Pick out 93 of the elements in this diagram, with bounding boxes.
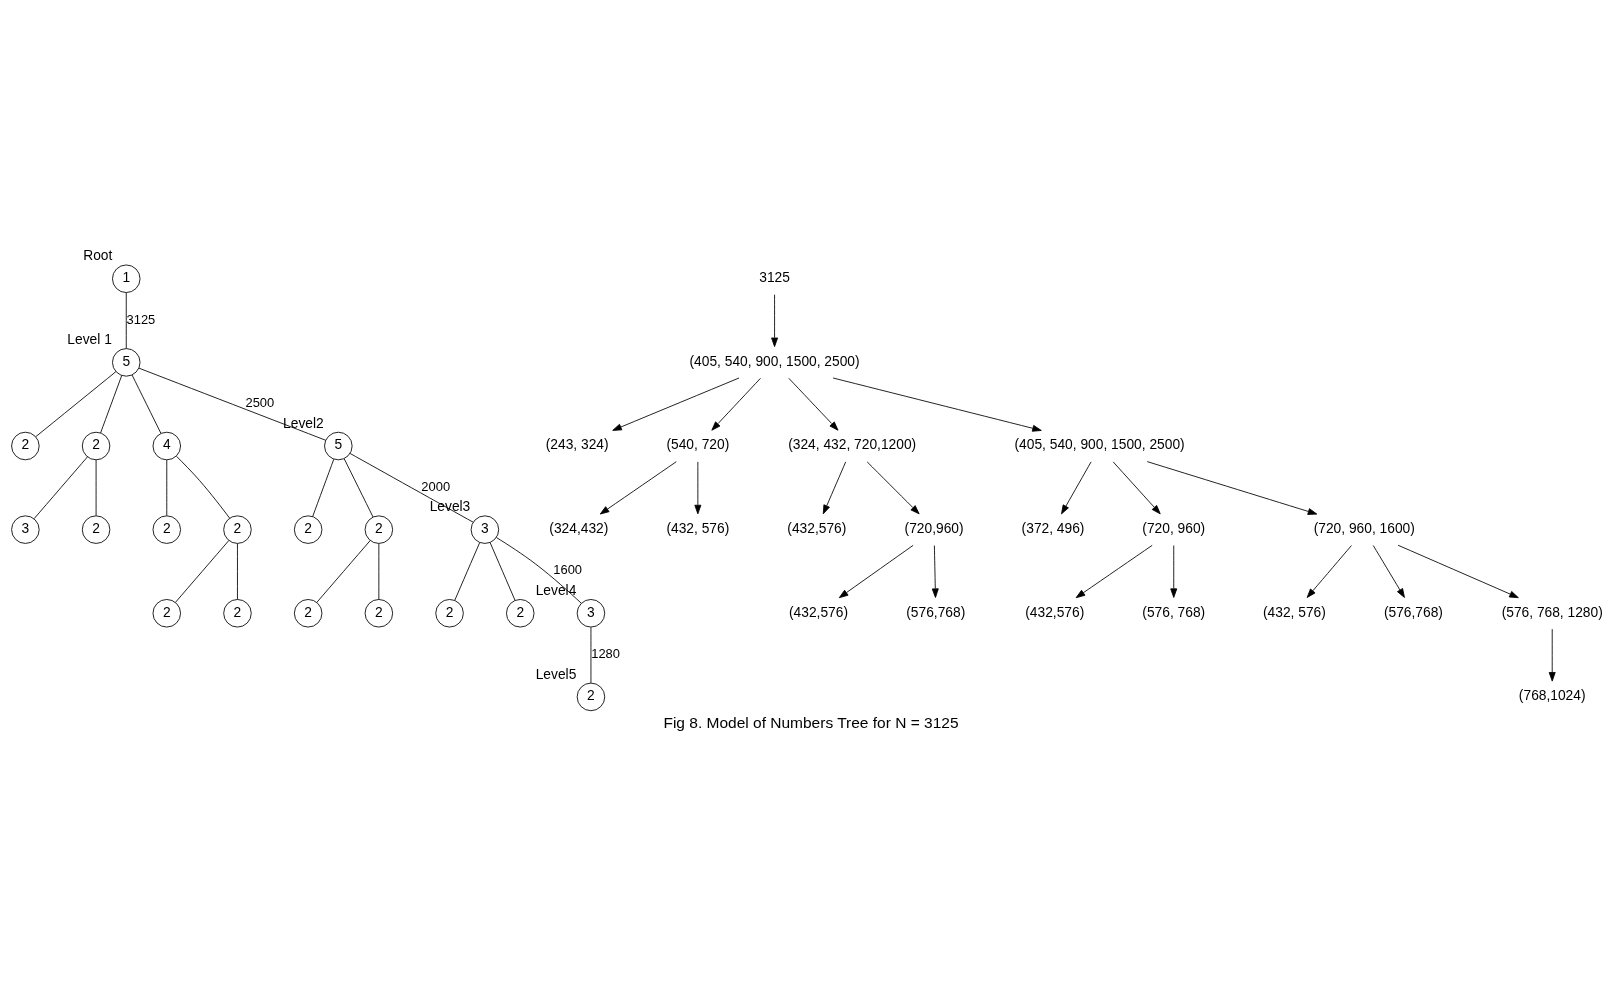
node-circle: 2 xyxy=(223,599,252,628)
node-circle: 2 xyxy=(152,599,181,628)
node-circle: 4 xyxy=(152,431,181,461)
node-circle: 2 xyxy=(364,515,394,544)
node-circle: 2 xyxy=(81,431,111,461)
connector xyxy=(316,540,371,603)
node-circle: 3 xyxy=(470,515,500,544)
connector xyxy=(175,540,230,603)
connector xyxy=(176,455,231,519)
connector xyxy=(237,543,238,600)
node-circle: 1 xyxy=(112,264,141,293)
edge-label: 2000 xyxy=(421,478,451,494)
arrow xyxy=(1397,544,1519,599)
arrow xyxy=(1061,461,1092,515)
connector xyxy=(95,459,97,517)
node-text: (576,768) xyxy=(1383,604,1443,620)
node-label: Level 1 xyxy=(67,332,112,348)
edge-label: 2500 xyxy=(245,395,275,411)
arrow xyxy=(866,461,920,515)
node-text: (576,768) xyxy=(906,604,966,620)
node-circle: 2 xyxy=(364,599,394,628)
arrow xyxy=(788,377,839,431)
node-text: (324,432) xyxy=(549,520,609,536)
connector xyxy=(496,537,582,604)
node-circle: 2 xyxy=(152,515,181,544)
node-text: (432,576) xyxy=(787,520,847,536)
connector xyxy=(131,374,162,434)
node-text: (720,960) xyxy=(904,520,964,536)
connector xyxy=(489,542,516,601)
node-circle: 3 xyxy=(576,599,606,628)
connector xyxy=(33,456,88,520)
node-text: 3125 xyxy=(759,270,790,286)
arrow xyxy=(612,377,740,431)
connector xyxy=(166,459,168,517)
node-circle: 5 xyxy=(324,431,353,461)
caption: Fig 8. Model of Numbers Tree for N = 3125 xyxy=(663,714,959,732)
node-text: (576, 768, 1280) xyxy=(1501,604,1603,620)
node-text: (576, 768) xyxy=(1142,604,1206,620)
edge-label: 1280 xyxy=(591,646,620,662)
node-text: (768,1024) xyxy=(1518,688,1586,704)
node-text: (243, 324) xyxy=(545,437,609,453)
node-circle: 2 xyxy=(506,599,535,628)
arrow xyxy=(694,461,702,515)
arrow xyxy=(1372,545,1405,598)
arrow xyxy=(711,377,761,431)
arrow xyxy=(1146,461,1318,515)
arrow xyxy=(1548,628,1556,682)
arrow xyxy=(771,294,778,348)
node-label: Level2 xyxy=(283,415,324,431)
node-text: (432,576) xyxy=(789,604,849,620)
node-text: (405, 540, 900, 1500, 2500) xyxy=(1014,437,1185,453)
arrow xyxy=(832,377,1042,432)
connector xyxy=(100,375,123,434)
node-text: (720, 960, 1600) xyxy=(1313,520,1415,536)
node-text: (432,576) xyxy=(1025,604,1085,620)
arrow xyxy=(822,461,847,515)
node-text: (405, 540, 900, 1500, 2500) xyxy=(689,353,860,369)
connector xyxy=(125,292,127,349)
arrow xyxy=(931,545,939,598)
node-text: (720, 960) xyxy=(1142,520,1206,536)
node-circle: 2 xyxy=(223,515,252,544)
arrow xyxy=(1075,544,1153,599)
node-circle: 2 xyxy=(81,515,111,544)
arrow xyxy=(1306,545,1352,598)
node-text: (432, 576) xyxy=(666,520,730,536)
connector xyxy=(590,626,592,684)
connector xyxy=(312,458,335,517)
node-circle: 2 xyxy=(576,682,606,712)
node-label: Level4 xyxy=(535,582,577,598)
node-text: (372, 496) xyxy=(1021,520,1085,536)
node-circle: 2 xyxy=(435,599,464,628)
node-text: (432, 576) xyxy=(1263,604,1326,620)
node-circle: 2 xyxy=(293,515,323,544)
node-circle: 2 xyxy=(293,599,323,628)
connector xyxy=(35,371,117,438)
connector xyxy=(349,453,474,523)
node-circle: 2 xyxy=(11,431,40,461)
arrow xyxy=(1170,545,1178,598)
connector xyxy=(454,542,481,601)
node-text: (324, 432, 720,1200) xyxy=(788,437,917,453)
arrow xyxy=(599,461,677,515)
arrow xyxy=(1112,461,1161,515)
connector xyxy=(343,458,374,518)
node-label: Root xyxy=(83,248,113,264)
node-circle: 5 xyxy=(112,348,141,377)
node-label: Level5 xyxy=(535,666,577,682)
edge-label: 3125 xyxy=(126,311,156,327)
connector xyxy=(378,543,380,600)
node-circle: 3 xyxy=(11,515,40,544)
connector xyxy=(138,367,327,441)
node-text: (540, 720) xyxy=(666,437,730,453)
edge-label: 1600 xyxy=(553,562,583,578)
arrow xyxy=(838,544,914,599)
